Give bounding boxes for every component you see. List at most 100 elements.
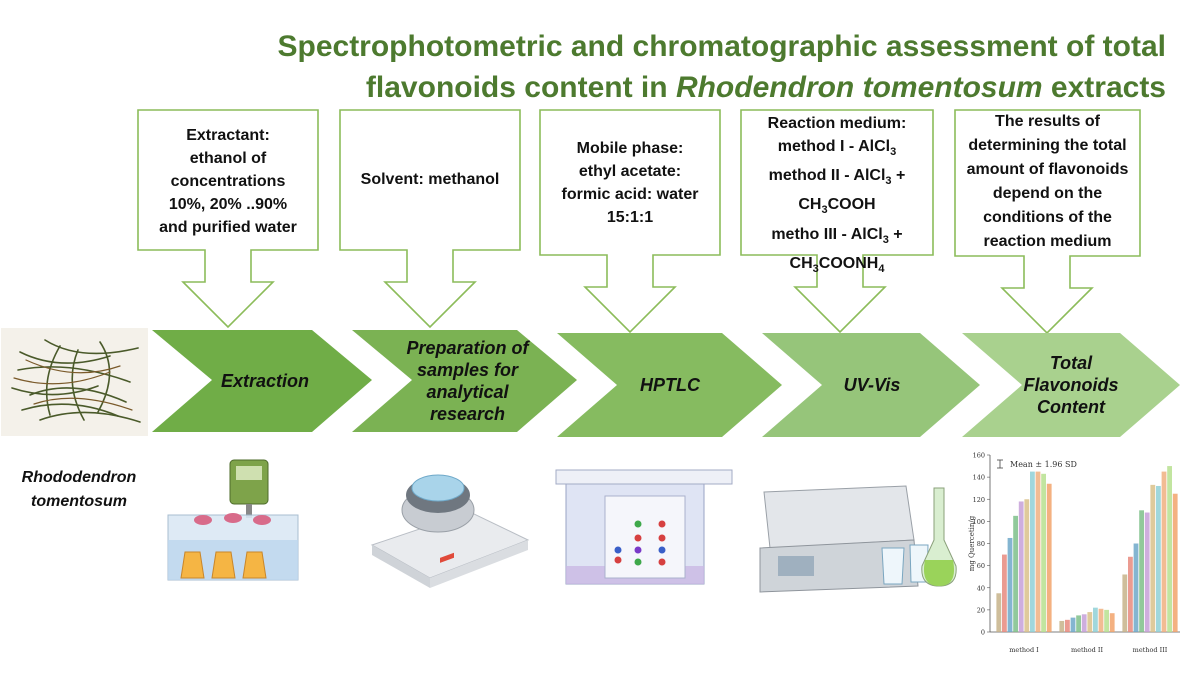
chart-bar [996,593,1002,632]
callout-extraction-line: concentrations [170,173,286,190]
step-uvvis-label: UV-Vis [843,375,901,395]
water-bath-illustration [167,459,299,581]
callout-preparation: Solvent: methanol [342,168,518,191]
chart-bar [1081,614,1087,632]
callout-preparation-line: Solvent: methanol [360,171,500,188]
chart-y-tick-label: 60 [977,562,985,570]
chart-bar [1139,510,1144,632]
method-3b-a: CH [789,254,813,272]
callout-extraction-line: and purified water [159,219,297,236]
method-1-sub: 3 [890,146,897,159]
chart-bar [1104,609,1109,632]
callout-extraction-line: Extractant: [186,127,270,144]
callout-results-shape [954,109,1141,335]
callout-hptlc: Mobile phase: ethyl acetate: formic acid… [542,137,718,229]
chevron-uvvis [762,333,980,437]
diagram-title: Spectrophotometric and chromatographic a… [226,26,1166,108]
method-3b-b: COONH [818,254,879,272]
title-line-2-suffix: extracts [1042,71,1166,104]
method-3-text: metho III - AlCl [771,225,883,243]
chevron-tfc [962,333,1180,437]
method-3b-sub1: 3 [812,262,819,275]
callout-results-line: determining the total [968,137,1127,154]
callout-extraction: Extractant: ethanol of concentrations 10… [140,124,316,239]
callouts [137,109,1141,335]
chart-bar [1076,615,1081,632]
callout-uvvis-shape [740,109,934,334]
chart-bar [1007,537,1013,632]
chart-bar [1093,607,1098,632]
chart-legend-label: Mean ± 1.96 SD [1010,460,1077,469]
step-hptlc-label: HPTLC [640,375,700,395]
callout-results-line: reaction medium [983,233,1112,250]
callout-preparation-shape [339,109,521,329]
chart-bar [1098,608,1104,632]
chart-bar [1065,619,1070,632]
chart-bar [1128,556,1133,632]
chart-group-label: method II [1071,646,1104,654]
callout-uvvis-method-3: metho III - AlCl3 + [743,223,931,252]
chart-y-tick-label: 40 [977,584,985,592]
chart-bar [1035,471,1041,632]
chart-bar [1059,620,1065,632]
chart-y-tick-label: 140 [973,474,985,482]
method-3b-sub2: 4 [878,262,885,275]
chart-bar [1070,617,1076,632]
callout-uvvis: Reaction medium: method I - AlCl3 method… [743,112,931,281]
chevrons [152,330,1180,437]
chevron-extraction [152,330,372,432]
callout-results-line: depend on the [992,185,1103,202]
callout-extraction-line: ethanol of [189,150,267,167]
chart-y-tick-label: 80 [977,540,985,548]
chart-bar [1122,574,1128,632]
method-3-plus: + [888,225,903,243]
callout-uvvis-line: Reaction medium: [767,115,907,132]
callout-uvvis-method-3b: CH3COONH4 [743,252,931,281]
chart-bar [1156,485,1161,632]
chart-y-axis-label: mg Quercetin/g [968,515,976,571]
method-2b-b: COOH [827,196,876,214]
chart-y-tick-label: 160 [973,452,985,460]
chart-bar [1013,515,1018,632]
callout-hptlc-line: Mobile phase: [576,140,684,157]
chart-bar [1024,499,1030,632]
chart-bar [1018,501,1024,632]
method-1-text: method I - AlCl [777,138,891,155]
chart-group-label: method III [1133,646,1168,654]
method-2-sub: 3 [885,175,892,188]
chart-bar [1167,466,1172,632]
chart-bar [1144,512,1150,632]
chart-bar [1041,473,1046,632]
callout-results-line: The results of [995,113,1100,130]
chart-bar [1002,554,1007,632]
chart-bar [1161,471,1167,632]
callout-hptlc-shape [539,109,721,334]
title-line-2-prefix: flavonoids content in [365,71,676,104]
callout-hptlc-line: formic acid: water [561,186,699,203]
title-line-2: flavonoids content in Rhodendron tomento… [226,67,1166,108]
callout-uvvis-method-2: method II - AlCl3 + [743,164,931,193]
callout-hptlc-line: 15:1:1 [606,209,654,226]
step-tfc-label: Total Flavonoids Content [1023,353,1119,417]
species-label: Rhododendron tomentosum [21,469,137,510]
chart-y-tick-label: 100 [973,518,985,526]
chart-bar [1046,483,1052,632]
chart-bar [1150,484,1156,632]
hptlc-tank-illustration [555,469,733,585]
callout-extraction-line: 10%, 20% ..90% [168,196,288,213]
chevron-hptlc [557,333,782,437]
step-preparation-label: Preparation of samples for analytical re… [406,338,529,424]
method-2b-sub: 3 [821,204,828,217]
chart-y-tick-label: 20 [977,606,985,614]
chevron-preparation [352,330,577,432]
step-extraction-label: Extraction [220,371,310,391]
spectrophotometer-illustration [759,485,957,593]
rhododendron-photo [1,328,148,436]
callout-uvvis-method-2b: CH3COOH [743,193,931,222]
chart-y-tick-label: 120 [973,496,985,504]
method-2-plus: + [891,167,906,185]
chart-group-label: method I [1009,646,1039,654]
method-2b-a: CH [798,196,822,214]
